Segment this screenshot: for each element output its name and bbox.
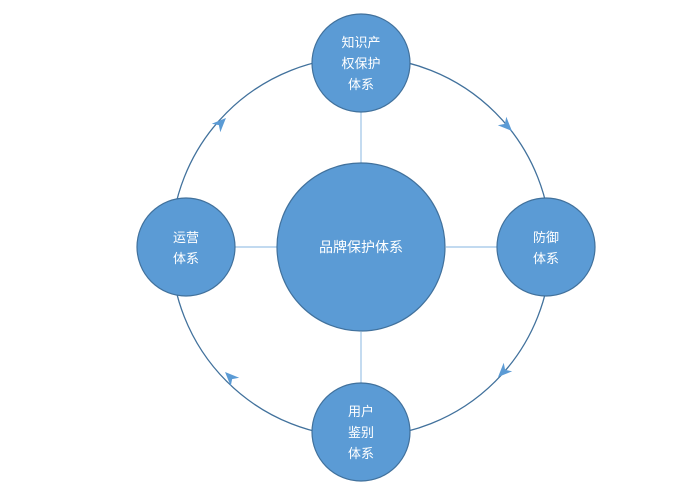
defense-node: 防御 体系 [496, 197, 596, 297]
ip-protection-node-circle [311, 13, 411, 113]
operations-node-line-2: 体系 [173, 252, 199, 267]
operations-node-circle [136, 197, 236, 297]
ip-protection-node-line-1: 知识产 [341, 35, 380, 51]
user-verification-node-line-2: 鉴别 [348, 426, 374, 441]
user-verification-node-line-3: 体系 [348, 447, 374, 462]
center-node: 品牌保护体系 [276, 162, 446, 332]
operations-node: 运营 体系 [136, 197, 236, 297]
center-node-circle [276, 162, 446, 332]
ip-protection-node-line-2: 权保护 [341, 56, 380, 72]
cycle-arrow-top-left [211, 118, 226, 133]
cycle-arrow-top-right [497, 116, 512, 131]
cycle-arrow-bottom-left [225, 372, 240, 387]
user-verification-node-circle [311, 382, 411, 482]
ip-protection-node-line-3: 体系 [348, 78, 374, 93]
operations-node-line-1: 运营 [173, 231, 199, 246]
ip-protection-node: 知识产 权保护 体系 [311, 13, 411, 113]
cycle-arrow-bottom-right [498, 362, 513, 377]
user-verification-node: 用户 鉴别 体系 [311, 382, 411, 482]
user-verification-node-line-1: 用户 [348, 404, 374, 420]
center-node-label: 品牌保护体系 [319, 239, 403, 256]
defense-node-circle [496, 197, 596, 297]
defense-node-line-1: 防御 [533, 230, 559, 246]
defense-node-line-2: 体系 [533, 252, 559, 267]
